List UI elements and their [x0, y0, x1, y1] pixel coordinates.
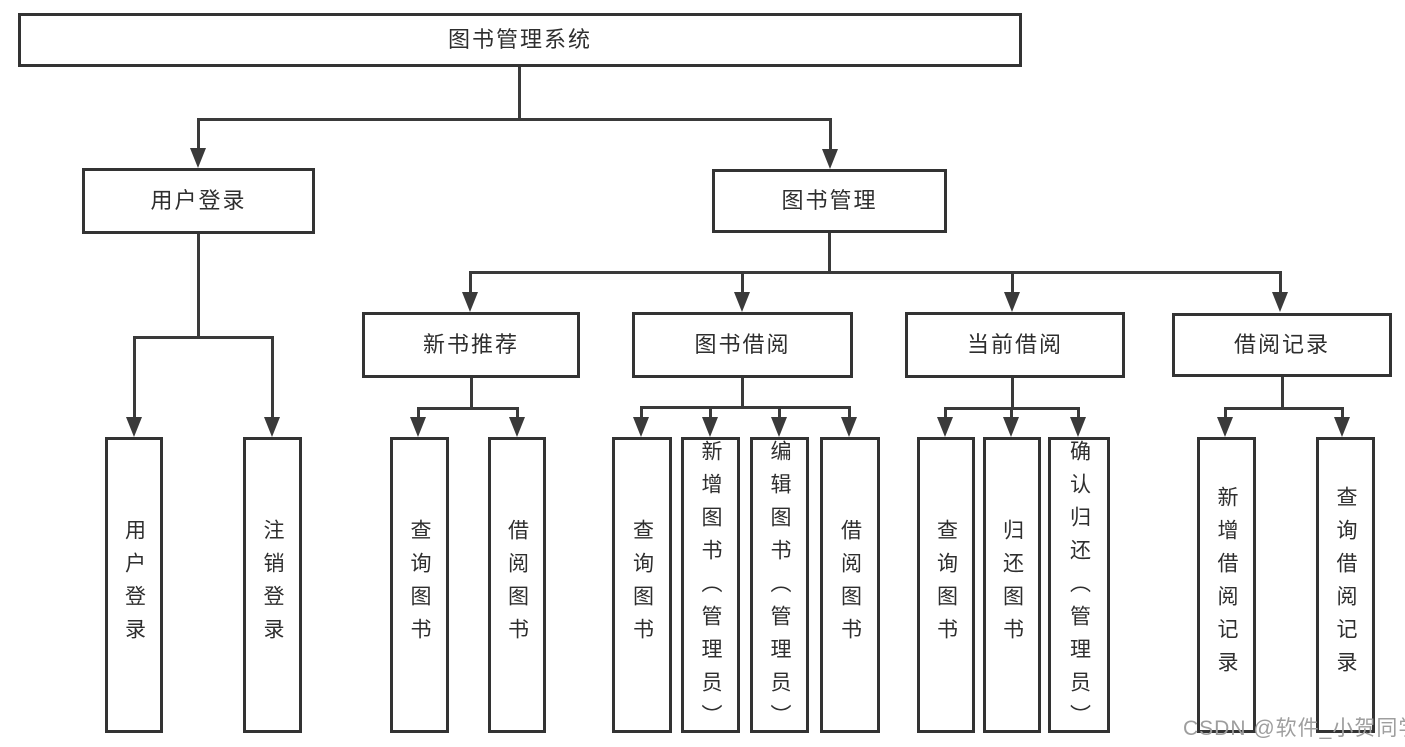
leaf-query-books-under-new-books: 查询图书	[390, 437, 449, 733]
node-book-mgmt: 图书管理	[712, 169, 947, 233]
connector-stem-book-borrow	[741, 271, 744, 292]
connector-root-hline	[198, 118, 832, 121]
arrow-down-icon	[734, 292, 750, 312]
leaf-query-books-under-current-borrow: 查询图书	[917, 437, 975, 733]
arrow-down-icon	[190, 148, 206, 168]
leaf-add-borrow-record: 新增借阅记录	[1197, 437, 1256, 733]
arrow-down-icon	[822, 149, 838, 169]
node-book-borrow: 图书借阅	[632, 312, 853, 378]
arrow-down-icon	[1272, 292, 1288, 312]
connector-book-borrow-vline	[741, 378, 744, 406]
node-root: 图书管理系统	[18, 13, 1022, 67]
leaf-borrow-books-under-new-books: 借阅图书	[488, 437, 546, 733]
connector-book-mgmt-vline	[828, 233, 831, 271]
leaf-label: 查询图书	[408, 519, 431, 651]
arrow-down-icon	[1070, 417, 1086, 437]
connector-stem	[944, 407, 947, 417]
leaf-logout: 注销登录	[243, 437, 302, 733]
leaf-query-borrow-record: 查询借阅记录	[1316, 437, 1375, 733]
connector-stem-current-borrow	[1011, 271, 1014, 292]
arrow-down-icon	[702, 417, 718, 437]
leaf-label: 借阅图书	[838, 519, 862, 651]
connector-current-borrow-vline	[1011, 378, 1014, 407]
leaf-borrow-books-under-book-borrow: 借阅图书	[820, 437, 880, 733]
connector-borrow-records-hline	[1224, 407, 1344, 410]
connector-user-login-vline	[197, 234, 200, 336]
arrow-down-icon	[509, 417, 525, 437]
arrow-down-icon	[410, 417, 426, 437]
leaf-label: 新增借阅记录	[1215, 486, 1238, 684]
connector-stem-new-books	[469, 271, 472, 292]
connector-stem-leaf-logout	[271, 336, 274, 417]
leaf-label: 注销登录	[261, 519, 284, 651]
leaf-label: 查询图书	[934, 519, 958, 651]
connector-book-borrow-hline	[640, 406, 851, 409]
connector-user-login-hline	[133, 336, 274, 339]
leaf-query-books-under-book-borrow: 查询图书	[612, 437, 672, 733]
arrow-down-icon	[633, 417, 649, 437]
node-borrow-records-label: 借阅记录	[1233, 332, 1330, 357]
connector-root-vline	[518, 67, 521, 118]
connector-stem	[709, 406, 712, 417]
leaf-label: 用户登录	[122, 519, 146, 651]
leaf-add-book-admin: 新增图书（管理员）	[681, 437, 740, 737]
node-borrow-records: 借阅记录	[1172, 313, 1392, 377]
arrow-down-icon	[771, 417, 787, 437]
connector-new-books-hline	[417, 407, 518, 410]
connector-stem-borrow-records	[1279, 271, 1282, 292]
node-new-books-label: 新书推荐	[422, 332, 519, 357]
connector-stem	[1341, 407, 1344, 417]
connector-book-mgmt-hline	[469, 271, 1282, 274]
arrow-down-icon	[1334, 417, 1350, 437]
connector-root-stem-book-mgmt	[829, 118, 832, 150]
leaf-label: 查询借阅记录	[1334, 486, 1357, 684]
arrow-down-icon	[264, 417, 280, 437]
arrow-down-icon	[841, 417, 857, 437]
connector-stem	[848, 406, 851, 417]
connector-stem	[1010, 407, 1013, 417]
csdn-watermark: CSDN @软件_小贺同学	[1183, 717, 1405, 740]
arrow-down-icon	[1004, 292, 1020, 312]
arrow-down-icon	[937, 417, 953, 437]
node-new-books: 新书推荐	[362, 312, 580, 378]
connector-new-books-vline	[470, 378, 473, 407]
node-current-borrow-label: 当前借阅	[966, 332, 1063, 357]
leaf-label: 编辑图书（管理员）	[768, 440, 791, 737]
leaf-label: 确认归还（管理员）	[1067, 440, 1091, 737]
connector-root-stem-user-login	[197, 118, 200, 150]
arrow-down-icon	[462, 292, 478, 312]
leaf-confirm-return-admin: 确认归还（管理员）	[1048, 437, 1110, 737]
node-book-mgmt-label: 图书管理	[781, 188, 878, 213]
leaf-user-login: 用户登录	[105, 437, 163, 733]
leaf-return-book: 归还图书	[983, 437, 1041, 733]
leaf-edit-book-admin: 编辑图书（管理员）	[750, 437, 809, 737]
connector-stem-leaf-user-login	[133, 336, 136, 417]
connector-stem	[1077, 407, 1080, 417]
connector-stem	[1224, 407, 1227, 417]
connector-borrow-records-vline	[1281, 377, 1284, 407]
node-current-borrow: 当前借阅	[905, 312, 1125, 378]
connector-stem	[640, 406, 643, 417]
connector-stem	[516, 407, 519, 417]
arrow-down-icon	[1003, 417, 1019, 437]
arrow-down-icon	[126, 417, 142, 437]
connector-stem	[417, 407, 420, 417]
node-user-login-label: 用户登录	[150, 188, 247, 213]
arrow-down-icon	[1217, 417, 1233, 437]
leaf-label: 借阅图书	[505, 519, 529, 651]
node-user-login: 用户登录	[82, 168, 315, 234]
leaf-label: 新增图书（管理员）	[699, 440, 722, 737]
node-book-borrow-label: 图书借阅	[694, 332, 791, 357]
node-root-label: 图书管理系统	[447, 27, 592, 52]
leaf-label: 查询图书	[630, 519, 654, 651]
connector-stem	[778, 406, 781, 417]
leaf-label: 归还图书	[1000, 519, 1024, 651]
